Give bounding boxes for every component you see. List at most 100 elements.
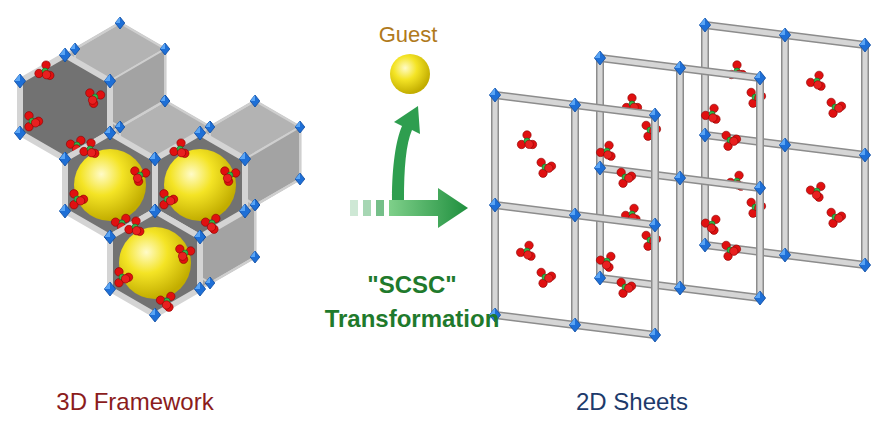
oxygen-atom <box>121 275 129 283</box>
metal-node <box>59 204 70 218</box>
released-guest <box>390 54 430 94</box>
metal-node <box>104 126 115 140</box>
linker-bar <box>495 315 655 335</box>
metal-node <box>649 218 660 232</box>
metal-node <box>779 138 790 152</box>
oxygen-atom <box>178 252 186 260</box>
metal-node <box>674 171 685 185</box>
metal-node <box>569 98 580 112</box>
oxygen-atom <box>525 140 533 148</box>
metal-node-highlight <box>104 282 110 289</box>
metal-node-highlight <box>649 108 655 115</box>
metal-node-highlight <box>754 291 760 298</box>
metal-node-highlight <box>59 152 65 159</box>
linker-bar-edge <box>705 25 865 45</box>
metal-node <box>754 71 765 85</box>
metal-node <box>239 204 250 218</box>
sheets-caption: 2D Sheets <box>522 385 742 419</box>
metal-node-highlight <box>59 204 65 211</box>
metal-node <box>699 18 710 32</box>
metal-node <box>250 199 260 211</box>
metal-node <box>14 74 25 88</box>
metal-node-highlight <box>859 258 865 265</box>
oxygen-atom <box>524 251 532 259</box>
metal-node <box>149 152 160 166</box>
metal-node-highlight <box>205 121 210 127</box>
oxygen-atom <box>88 96 96 104</box>
metal-node <box>754 291 765 305</box>
oxygen-atom <box>812 191 820 199</box>
guest-sphere <box>119 227 191 299</box>
linker-bar <box>600 58 760 78</box>
metal-node <box>594 161 605 175</box>
transformation-arrows <box>350 54 468 228</box>
linker-bar <box>600 278 760 298</box>
metal-node-highlight <box>115 17 120 23</box>
metal-node <box>649 108 660 122</box>
metal-node <box>115 121 125 133</box>
metal-node <box>489 198 500 212</box>
oxygen-atom <box>545 164 553 172</box>
metal-node <box>859 38 870 52</box>
metal-node-highlight <box>674 281 680 288</box>
metal-node-highlight <box>104 74 110 81</box>
linker-bar <box>495 95 655 115</box>
metal-node-highlight <box>104 230 110 237</box>
metal-node-highlight <box>250 251 255 257</box>
metal-node <box>250 95 260 107</box>
oxygen-atom <box>602 261 610 269</box>
metal-node <box>674 281 685 295</box>
metal-node-highlight <box>699 238 705 245</box>
metal-node-highlight <box>205 277 210 283</box>
linker-bar <box>495 205 655 225</box>
linker-bar-edge <box>705 245 865 265</box>
metal-node-highlight <box>239 204 245 211</box>
oxygen-atom <box>31 119 39 127</box>
metal-node <box>160 95 170 107</box>
metal-node <box>194 126 205 140</box>
metal-node <box>754 181 765 195</box>
metal-node <box>594 51 605 65</box>
linker-bar-edge <box>705 135 865 155</box>
metal-node <box>115 17 125 29</box>
metal-node <box>295 121 305 133</box>
guest-release-arrow <box>392 106 420 200</box>
metal-node <box>104 230 115 244</box>
metal-node <box>239 152 250 166</box>
metal-node-highlight <box>569 98 575 105</box>
channel-wall <box>245 127 300 211</box>
metal-node-highlight <box>489 198 495 205</box>
metal-node-highlight <box>649 328 655 335</box>
metal-node-highlight <box>594 51 600 58</box>
linker-bar <box>600 168 760 188</box>
metal-node <box>779 28 790 42</box>
metal-node <box>70 43 80 55</box>
linker-bar <box>705 245 865 265</box>
metal-node <box>859 258 870 272</box>
oxygen-atom <box>730 137 738 145</box>
oxygen-atom <box>42 70 50 78</box>
metal-node <box>160 43 170 55</box>
metal-node <box>14 126 25 140</box>
layer-sheet <box>489 88 660 342</box>
metal-node-highlight <box>754 71 760 78</box>
metal-node <box>699 128 710 142</box>
oxygen-atom <box>604 151 612 159</box>
metal-node-highlight <box>674 171 680 178</box>
metal-node-highlight <box>59 48 65 55</box>
metal-node-highlight <box>239 152 245 159</box>
metal-node <box>295 173 305 185</box>
linker-bar <box>705 25 865 45</box>
metal-node <box>149 204 160 218</box>
metal-node <box>250 251 260 263</box>
metal-node-highlight <box>160 95 165 101</box>
metal-node-highlight <box>149 204 155 211</box>
oxygen-atom <box>132 226 140 234</box>
metal-node-highlight <box>489 88 495 95</box>
framework-3d <box>14 17 304 322</box>
metal-node-highlight <box>149 308 155 315</box>
oxygen-atom <box>87 148 95 156</box>
metal-node-highlight <box>194 126 200 133</box>
metal-node-highlight <box>649 218 655 225</box>
metal-node <box>104 74 115 88</box>
